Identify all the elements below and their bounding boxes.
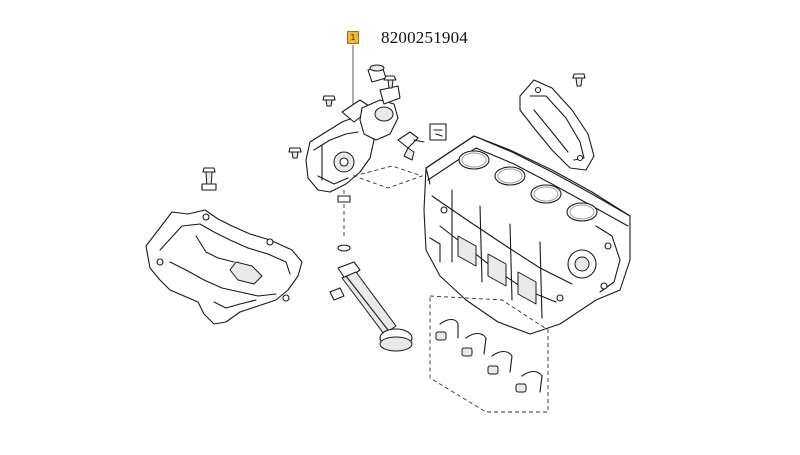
bearing-shell-4[interactable] <box>515 370 543 393</box>
oil-pressure-sensor[interactable] <box>397 131 425 161</box>
oil-pan[interactable] <box>145 209 303 325</box>
oil-pickup-tube[interactable] <box>329 261 413 352</box>
part-number-label[interactable]: 8200251904 <box>381 28 468 47</box>
oil-pump-housing[interactable] <box>305 99 375 193</box>
callout-badge[interactable]: 1 <box>347 31 359 44</box>
pump-bolt-top[interactable] <box>383 75 397 89</box>
oil-pan-bolt[interactable] <box>201 167 217 191</box>
pump-plug[interactable] <box>367 64 387 83</box>
pump-bolt-left[interactable] <box>322 95 336 107</box>
bearing-group-outline <box>429 295 549 413</box>
engine-block[interactable] <box>423 135 631 335</box>
pump-bolt-lower[interactable] <box>288 147 302 159</box>
rear-housing-bolt[interactable] <box>572 73 586 87</box>
pump-alignment-guide <box>352 165 424 189</box>
pump-dowel[interactable] <box>337 195 351 203</box>
rear-oil-seal-housing[interactable] <box>519 79 595 171</box>
pump-o-ring[interactable] <box>337 244 351 252</box>
bearing-shell-1[interactable] <box>435 318 459 341</box>
sensor-detail-box <box>429 123 447 141</box>
bearing-shell-3[interactable] <box>487 350 513 375</box>
bearing-shell-2[interactable] <box>461 332 487 357</box>
oil-filter-head[interactable] <box>359 85 401 141</box>
